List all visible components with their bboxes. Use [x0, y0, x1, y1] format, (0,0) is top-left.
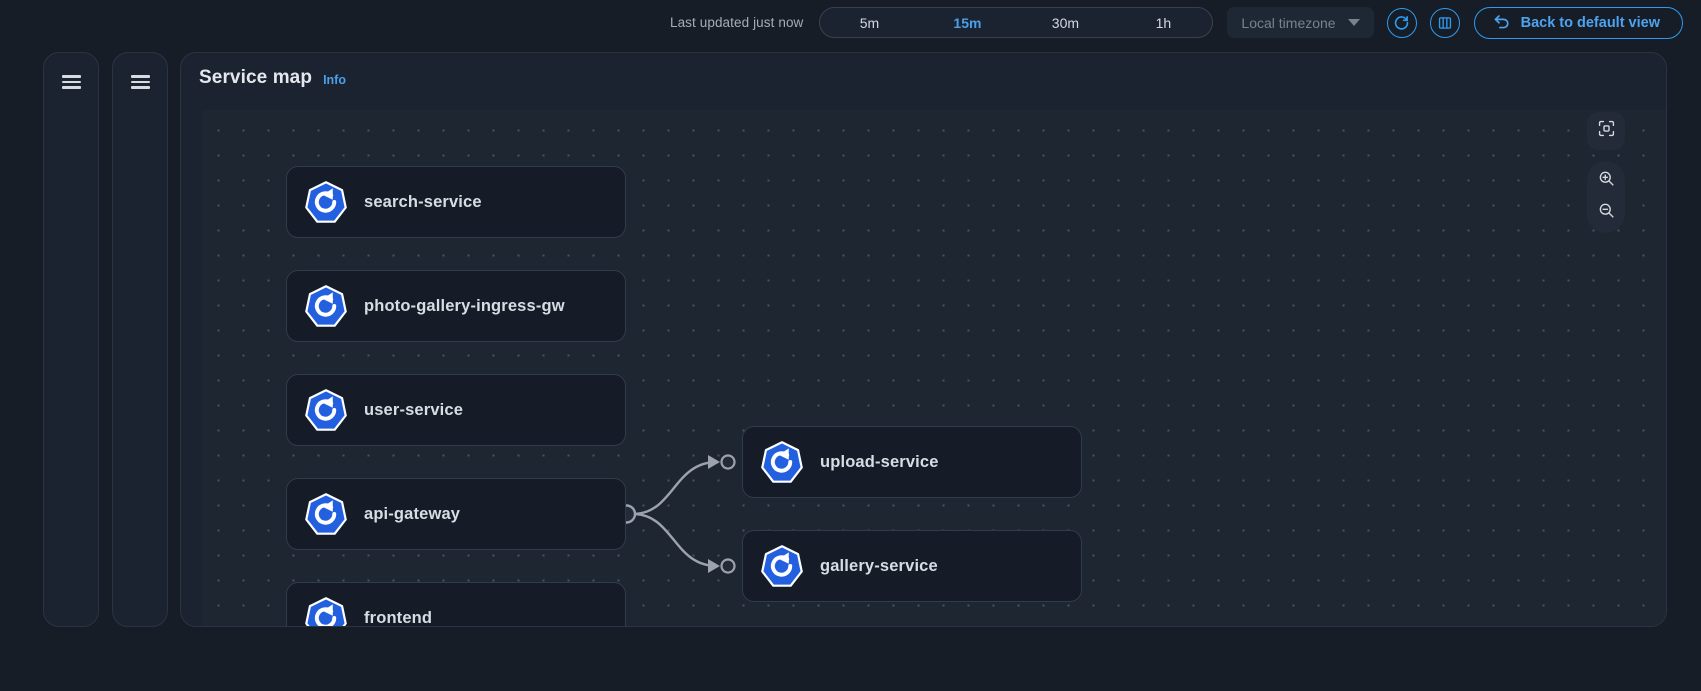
edge-endpoint-handle[interactable] — [720, 558, 736, 574]
last-updated-text: Last updated just now — [669, 15, 804, 30]
left-rail-two[interactable] — [112, 52, 168, 627]
undo-arrow-icon — [1493, 13, 1511, 33]
info-link[interactable]: Info — [323, 72, 346, 87]
zoom-out-button[interactable] — [1590, 200, 1622, 226]
service-edge — [632, 460, 718, 516]
service-node-upload-service[interactable]: upload-service — [742, 426, 1082, 498]
kubernetes-service-icon — [305, 285, 347, 327]
service-node-photo-gallery-ingress-gw[interactable]: photo-gallery-ingress-gw — [286, 270, 626, 342]
split-panel-button[interactable] — [1429, 7, 1460, 38]
back-to-default-view-button[interactable]: Back to default view — [1473, 6, 1683, 39]
back-to-default-view-label: Back to default view — [1520, 14, 1660, 31]
time-range-15m[interactable]: 15m — [918, 8, 1016, 37]
zoom-in-button[interactable] — [1590, 168, 1622, 194]
zoom-out-icon — [1597, 201, 1616, 225]
service-map-panel: Service map Info search-service photo-ga… — [180, 52, 1667, 627]
service-node-frontend[interactable]: frontend — [286, 582, 626, 626]
refresh-icon — [1393, 14, 1410, 31]
service-node-label: photo-gallery-ingress-gw — [364, 296, 565, 315]
refresh-button[interactable] — [1386, 7, 1417, 38]
fit-to-screen-icon — [1597, 119, 1616, 143]
edge-arrowhead — [708, 559, 720, 573]
service-node-label: frontend — [364, 608, 433, 627]
time-range-5m[interactable]: 5m — [820, 8, 918, 37]
service-node-user-service[interactable]: user-service — [286, 374, 626, 446]
hamburger-icon[interactable] — [130, 75, 150, 626]
time-range-selector[interactable]: 5m 15m 30m 1h — [819, 7, 1214, 38]
kubernetes-service-icon — [761, 545, 803, 587]
hamburger-icon[interactable] — [61, 75, 81, 626]
kubernetes-service-icon — [305, 389, 347, 431]
service-node-label: search-service — [364, 192, 482, 211]
edge-endpoint-handle[interactable] — [720, 454, 736, 470]
service-node-api-gateway[interactable]: api-gateway — [286, 478, 626, 550]
service-node-label: upload-service — [820, 452, 939, 471]
chevron-down-icon — [1347, 19, 1360, 26]
zoom-controls — [1587, 161, 1625, 233]
page-title: Service map — [199, 67, 313, 88]
top-toolbar: Last updated just now 5m 15m 30m 1h Loca… — [0, 0, 1701, 45]
kubernetes-service-icon — [305, 181, 347, 223]
service-node-label: gallery-service — [820, 556, 938, 575]
service-map-canvas[interactable]: search-service photo-gallery-ingress-gw … — [202, 110, 1666, 626]
time-range-30m[interactable]: 30m — [1016, 8, 1114, 37]
fit-to-screen-button[interactable] — [1587, 112, 1625, 150]
time-range-1h[interactable]: 1h — [1114, 8, 1212, 37]
timezone-dropdown[interactable]: Local timezone — [1227, 7, 1374, 38]
service-node-gallery-service[interactable]: gallery-service — [742, 530, 1082, 602]
panel-header: Service map Info — [181, 53, 1666, 103]
kubernetes-service-icon — [305, 493, 347, 535]
left-rail-one[interactable] — [43, 52, 99, 627]
kubernetes-service-icon — [305, 597, 347, 626]
service-edge — [632, 512, 718, 568]
service-node-label: api-gateway — [364, 504, 461, 523]
timezone-label: Local timezone — [1241, 14, 1336, 31]
kubernetes-service-icon — [761, 441, 803, 483]
zoom-in-icon — [1597, 169, 1616, 193]
service-node-search-service[interactable]: search-service — [286, 166, 626, 238]
service-node-label: user-service — [364, 400, 464, 419]
edge-arrowhead — [708, 455, 720, 469]
split-panel-icon — [1437, 15, 1453, 31]
